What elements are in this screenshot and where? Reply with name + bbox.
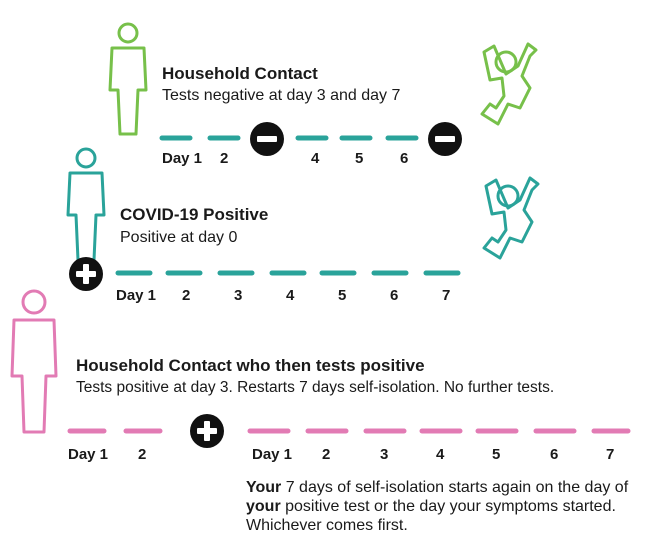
day-label: Day 1 bbox=[116, 287, 157, 304]
note-text: 7 days of self-isolation starts again on… bbox=[281, 479, 629, 496]
day-label: 5 bbox=[355, 150, 364, 167]
day-label: 2 bbox=[138, 446, 147, 463]
plus-icon bbox=[69, 257, 103, 291]
day-label: 2 bbox=[322, 446, 331, 463]
section3-title: Household Contact who then tests positiv… bbox=[76, 356, 425, 375]
day-label: 4 bbox=[436, 446, 445, 463]
minus-icon bbox=[428, 122, 462, 156]
note-emphasis: Your bbox=[246, 479, 282, 496]
note-text: positive test or the day your symptoms s… bbox=[246, 498, 616, 534]
celebrating-person-icon bbox=[482, 176, 540, 260]
day-label: 4 bbox=[311, 150, 320, 167]
person-icon bbox=[108, 22, 148, 136]
section1-subtitle: Tests negative at day 3 and day 7 bbox=[162, 87, 401, 104]
day-label: Day 1 bbox=[252, 446, 293, 463]
day-label: Day 1 bbox=[162, 150, 203, 167]
day-label: 4 bbox=[286, 287, 295, 304]
day-label: 5 bbox=[492, 446, 501, 463]
day-label: 7 bbox=[442, 287, 451, 304]
plus-icon bbox=[190, 414, 224, 448]
person-icon bbox=[66, 147, 106, 262]
day-label: 6 bbox=[400, 150, 409, 167]
person-icon bbox=[10, 289, 58, 434]
day-label: 7 bbox=[606, 446, 615, 463]
isolation-note: Your 7 days of self-isolation starts aga… bbox=[246, 478, 636, 535]
section2-subtitle: Positive at day 0 bbox=[120, 229, 238, 246]
minus-icon bbox=[250, 122, 284, 156]
day-label: 3 bbox=[380, 446, 389, 463]
day-label: Day 1 bbox=[68, 446, 109, 463]
section3-subtitle: Tests positive at day 3. Restarts 7 days… bbox=[76, 379, 555, 396]
day-label: 6 bbox=[550, 446, 559, 463]
note-emphasis: your bbox=[246, 498, 281, 515]
day-label: 6 bbox=[390, 287, 399, 304]
section2-title: COVID-19 Positive bbox=[120, 205, 269, 224]
day-label: 3 bbox=[234, 287, 243, 304]
day-label: 5 bbox=[338, 287, 347, 304]
celebrating-person-icon bbox=[480, 42, 538, 126]
day-label: 2 bbox=[220, 150, 229, 167]
day-label: 2 bbox=[182, 287, 191, 304]
section1-title: Household Contact bbox=[162, 64, 318, 83]
